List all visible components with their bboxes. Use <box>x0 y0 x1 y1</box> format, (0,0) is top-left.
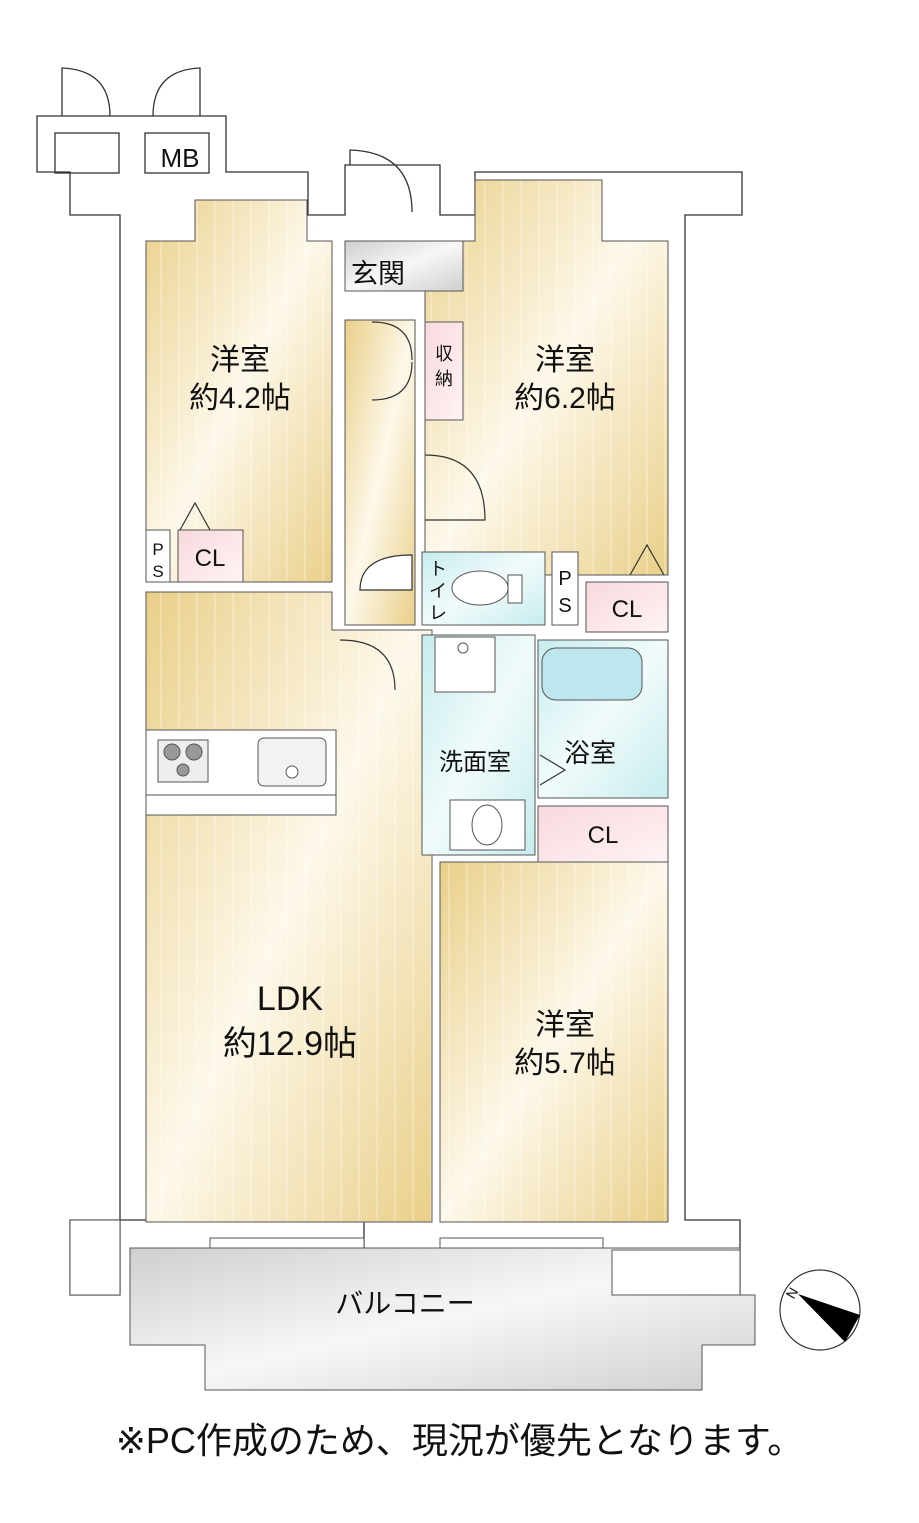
room-western-c-size: 約5.7帖 <box>514 1047 616 1080</box>
closet-c <box>537 805 669 863</box>
ps-b-label-2: S <box>558 595 571 617</box>
balcony-label: バルコニー <box>335 1288 474 1319</box>
toilet-label-3: レ <box>429 603 447 623</box>
room-western-a-size: 約4.2帖 <box>189 382 291 415</box>
entrance-floor <box>344 240 464 292</box>
closet-c-label: CL <box>588 822 619 849</box>
ps-b-label-1: P <box>558 568 571 590</box>
compass-icon: N <box>779 1269 861 1351</box>
closet-b <box>585 581 669 633</box>
room-ldk-size: 約12.9帖 <box>223 1025 357 1063</box>
storage-floor <box>424 321 464 421</box>
ps-a <box>145 529 171 583</box>
washroom-label: 洗面室 <box>439 749 511 776</box>
toilet-label-1: ト <box>429 559 447 579</box>
closet-a-label: CL <box>195 545 226 572</box>
storage-label-1: 収 <box>435 344 453 364</box>
floor-plan-drawing: 洋室 約4.2帖 洋室 約6.2帖 洋室 約5.7帖 LDK 約12.9帖 玄関… <box>36 67 861 1391</box>
mb-label: MB <box>161 143 200 173</box>
storage-label-2: 納 <box>435 369 453 389</box>
closet-b-label: CL <box>612 596 643 623</box>
room-western-c-name: 洋室 <box>535 1009 595 1042</box>
disclaimer-caption: ※PC作成のため、現況が優先となります。 <box>115 1420 804 1461</box>
entrance-label: 玄関 <box>351 259 405 289</box>
ps-a-label-2: S <box>152 562 163 581</box>
closet-a <box>177 529 244 583</box>
ps-a-label-1: P <box>152 540 163 559</box>
ps-b <box>551 551 579 626</box>
room-western-b-size: 約6.2帖 <box>514 382 616 415</box>
bath-label: 浴室 <box>564 738 616 768</box>
room-western-b-name: 洋室 <box>535 344 595 377</box>
room-ldk-name: LDK <box>257 980 323 1018</box>
room-western-a-name: 洋室 <box>210 344 270 377</box>
toilet-label-2: イ <box>429 581 447 601</box>
